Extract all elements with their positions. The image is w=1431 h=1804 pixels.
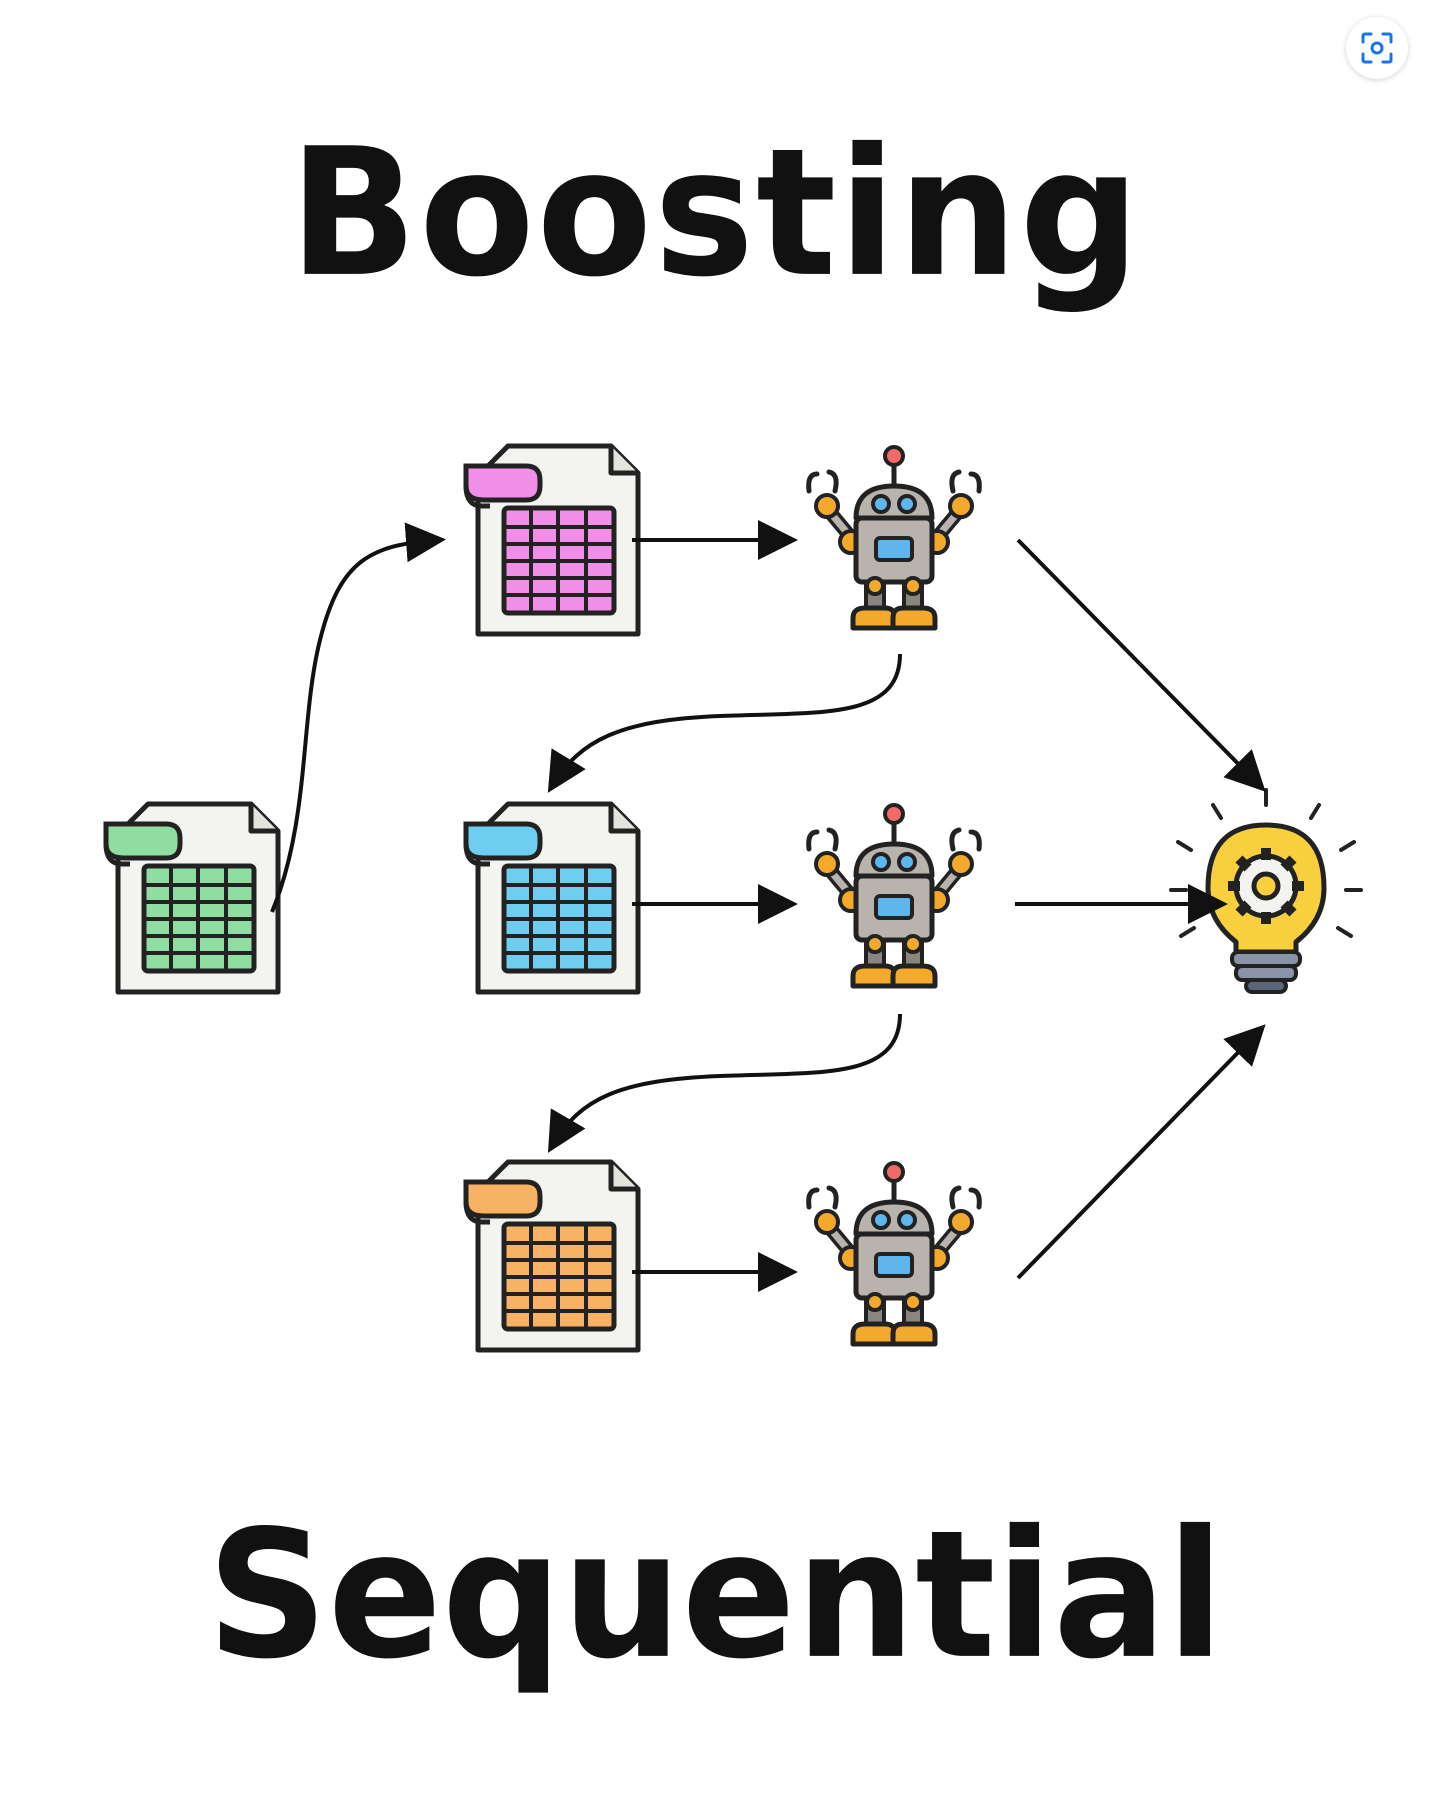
model-3 — [809, 1163, 980, 1344]
dataset-3 — [466, 1162, 638, 1350]
dataset-1 — [466, 446, 638, 634]
original-dataset — [106, 804, 278, 992]
arrow-model-1-to-result — [1016, 538, 1266, 792]
visual-search-button[interactable] — [1346, 17, 1408, 79]
spreadsheet-icon — [466, 804, 638, 992]
model-1 — [809, 447, 980, 628]
spreadsheet-icon — [106, 804, 278, 992]
arrow-model-1-to-dataset-2 — [547, 653, 902, 793]
diagram-title: Boosting — [289, 110, 1142, 316]
model-2 — [809, 805, 980, 986]
visual-search-icon — [1361, 32, 1393, 64]
lightbulb-gear-icon — [1169, 788, 1363, 994]
robot-icon — [809, 447, 980, 628]
spreadsheet-icon — [466, 1162, 638, 1350]
result — [1169, 788, 1363, 994]
arrow-model-3-to-result — [1016, 1024, 1266, 1280]
arrow-model-2-to-dataset-3 — [547, 1013, 902, 1153]
spreadsheet-icon — [466, 446, 638, 634]
diagram-subtitle: Sequential — [206, 1492, 1225, 1698]
robot-icon — [809, 1163, 980, 1344]
robot-icon — [809, 805, 980, 986]
arrow-original-to-dataset-1 — [270, 522, 446, 913]
dataset-2 — [466, 804, 638, 992]
